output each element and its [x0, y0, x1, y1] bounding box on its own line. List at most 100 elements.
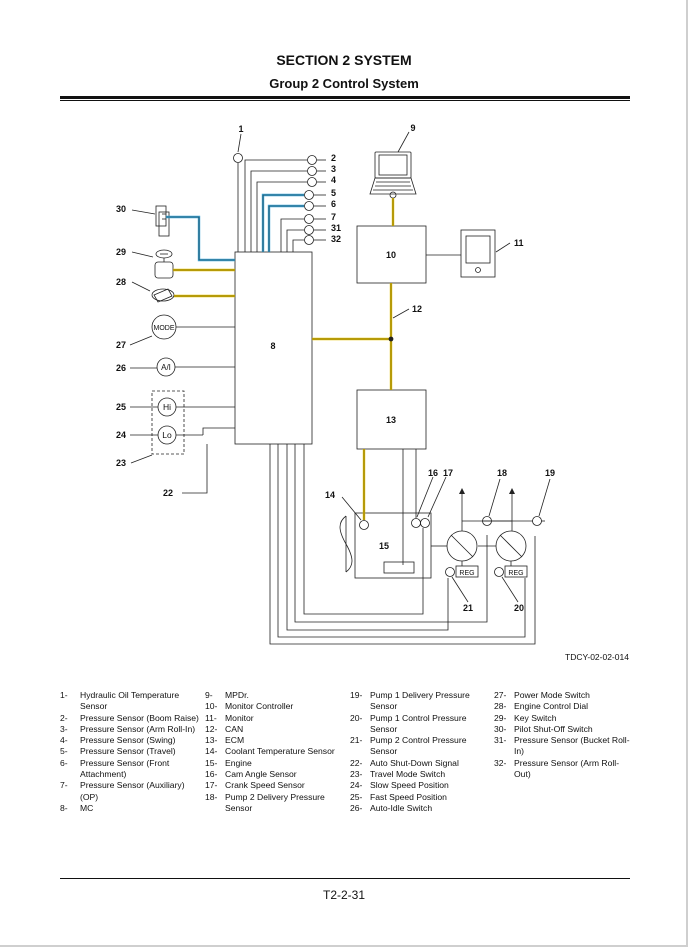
callout-1: 1	[238, 124, 243, 134]
legend-item-text: Pump 2 Control Pressure Sensor	[370, 735, 467, 757]
legend-item: 31-Pressure Sensor (Bucket Roll-In)	[494, 735, 634, 758]
crank-speed-sensor	[420, 518, 430, 528]
legend-item-text: MC	[80, 802, 94, 813]
callout-5: 5	[331, 188, 336, 198]
legend-item: 7- Pressure Sensor (Auxiliary) (OP)	[60, 780, 202, 803]
legend-item-number: 19-	[350, 690, 363, 700]
legend-item-number: 20-	[350, 712, 363, 723]
legend-item: 15-Engine	[205, 758, 345, 769]
block-label-13: 13	[386, 415, 396, 425]
callout-20: 20	[514, 603, 524, 613]
legend-item-number: 16-	[205, 769, 218, 780]
page-number: T2-2-31	[322, 888, 366, 902]
legend-item-text: Auto-Idle Switch	[370, 802, 433, 813]
legend-item: 22-Auto Shut-Down Signal	[350, 758, 493, 769]
legend-item-number: 7-	[60, 780, 68, 791]
legend-item-text: Pressure Sensor (Arm Roll-In)	[80, 723, 196, 734]
legend-item-number: 32-	[494, 757, 507, 768]
callout-24: 24	[116, 430, 126, 440]
pump-1-control-sensor	[494, 567, 504, 577]
legend-column-3: 19- Pump 1 Delivery Pressure Sensor 20- Pum…	[350, 690, 493, 814]
legend-item: 25-Fast Speed Position	[350, 792, 493, 803]
legend-item-number: 8-	[60, 802, 68, 813]
legend-item: 24-Slow Speed Position	[350, 780, 493, 791]
legend-item: 6-Pressure Sensor (Front Attachment)	[60, 758, 202, 781]
legend-item-text: Pressure Sensor (Boom Raise)	[80, 712, 199, 723]
legend-item-text: Pump 1 Delivery Pressure Sensor	[370, 690, 470, 712]
legend-item-number: 2-	[60, 712, 68, 723]
legend-item-number: 31-	[494, 735, 507, 746]
legend-item: 18-Pump 2 Delivery Pressure Sensor	[205, 792, 345, 815]
pilot-shutoff-switch-icon	[155, 205, 170, 237]
callout-14: 14	[325, 490, 335, 500]
legend-item: 26- Auto-Idle Switch	[350, 803, 493, 814]
callout-6: 6	[331, 199, 336, 209]
callout-9: 9	[410, 123, 415, 133]
legend-item-number: 3-	[60, 723, 68, 734]
header-rule-thin	[60, 100, 630, 101]
legend-item-text: ECM	[225, 735, 245, 746]
legend-item-number: 14-	[205, 746, 218, 757]
block-label-15: 15	[379, 541, 389, 551]
pump-1-delivery-sensor	[532, 516, 542, 526]
legend-item-number: 28-	[494, 701, 507, 712]
hi-label: Hi	[163, 402, 171, 412]
legend-item-text: Travel Mode Switch	[370, 769, 446, 780]
section-title: SECTION 2 SYSTEM	[276, 52, 412, 68]
legend-item-text: Pressure Sensor (Auxiliary) (OP)	[80, 780, 185, 802]
legend-item-text: Pressure Sensor (Travel)	[80, 746, 176, 757]
callout-30: 30	[116, 204, 126, 214]
legend-item: 20- Pump 1 Control Pressure Sensor	[350, 713, 493, 736]
engine-block	[354, 512, 432, 579]
mpdr-laptop-icon	[369, 151, 417, 199]
callout-4: 4	[331, 175, 336, 185]
legend-item-text: Pressure Sensor (Front Attachment)	[80, 757, 170, 780]
legend-item-text: Auto Shut-Down Signal	[370, 757, 459, 768]
hydraulic-oil-temp-sensor	[233, 153, 243, 163]
legend-item-number: 30-	[494, 723, 507, 734]
lo-label: Lo	[162, 430, 172, 440]
legend-item: 2- Pressure Sensor (Boom Raise)	[60, 713, 202, 724]
pump-2-control-sensor	[445, 567, 455, 577]
legend-item-text: Engine Control Dial	[514, 701, 589, 712]
key-switch-icon	[154, 249, 174, 279]
legend-item-text: Slow Speed Position	[370, 780, 449, 791]
legend-item-number: 26-	[350, 802, 363, 813]
reg-label-2: REG	[459, 570, 474, 577]
figure-id: TDCY-02-02-014	[565, 652, 629, 662]
callout-26: 26	[116, 363, 126, 373]
legend-item-text: Pressure Sensor (Swing)	[80, 735, 176, 746]
block-label-8: 8	[270, 341, 275, 351]
cam-angle-sensor	[411, 518, 421, 528]
callout-31: 31	[331, 223, 341, 233]
legend-item: 13-ECM	[205, 735, 345, 746]
callout-22: 22	[163, 488, 173, 498]
legend-item: 1-Hydraulic Oil Temperature Sensor	[60, 690, 202, 713]
engine-fan-icon	[339, 515, 353, 573]
travel-mode-switch-box	[151, 390, 185, 455]
auto-idle-label: A/I	[161, 363, 171, 372]
callout-12: 12	[412, 304, 422, 314]
block-label-10: 10	[386, 250, 396, 260]
legend-item-text: Crank Speed Sensor	[225, 780, 305, 791]
callout-18: 18	[497, 468, 507, 478]
legend-item-number: 29-	[494, 712, 507, 723]
header-rule	[60, 96, 630, 99]
legend-item-text: Pilot Shut-Off Switch	[514, 723, 593, 734]
legend-item: 28- Engine Control Dial	[494, 701, 634, 712]
legend-item-number: 27-	[494, 690, 507, 700]
pump-2-delivery-sensor	[482, 516, 492, 526]
legend-item: 19- Pump 1 Delivery Pressure Sensor	[350, 690, 493, 713]
legend-item-number: 11-	[205, 712, 217, 723]
legend-item-text: Pump 1 Control Pressure Sensor	[370, 712, 467, 734]
legend-item: 23-Travel Mode Switch	[350, 769, 493, 780]
legend-item-text: Coolant Temperature Sensor	[225, 746, 335, 757]
monitor-frame	[460, 229, 496, 278]
legend-item: 3- Pressure Sensor (Arm Roll-In)	[60, 724, 202, 735]
legend-item-text: Pump 2 Delivery Pressure Sensor	[225, 791, 325, 813]
callout-27: 27	[116, 340, 126, 350]
callout-25: 25	[116, 402, 126, 412]
